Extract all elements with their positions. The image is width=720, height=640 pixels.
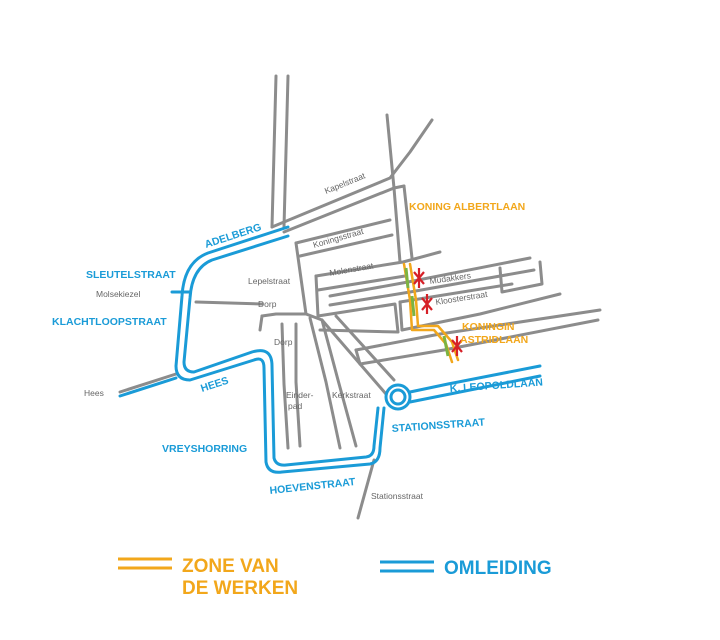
label-hees-west: Hees xyxy=(84,388,104,398)
road-einderpad xyxy=(294,322,302,448)
road-lepel-connector xyxy=(294,241,308,316)
green-barrier-icon xyxy=(410,295,416,317)
road-north-east xyxy=(385,113,402,264)
road-mudakkers-inner xyxy=(328,268,536,307)
road-kerkstraat-inner xyxy=(320,318,358,448)
road-einderpad-inner xyxy=(280,322,290,450)
works-labels: KONING ALBERTLAAN KONINGIN ASTRIDLAAN xyxy=(409,201,528,346)
label-koning-albertlaan: KONING ALBERTLAAN xyxy=(409,201,525,213)
road-hees-west xyxy=(118,372,178,394)
road-north-west-inner xyxy=(282,74,290,229)
roadwork-cross-icon xyxy=(413,268,425,288)
road-kloosterstraat xyxy=(398,282,514,304)
label-einderpad-2: pad xyxy=(288,401,302,411)
road-stationsstraat-south xyxy=(356,458,376,520)
label-hoevenstraat: HOEVENSTRAAT xyxy=(269,476,357,497)
legend-detour: OMLEIDING xyxy=(380,558,552,579)
label-kapelstraat: Kapelstraat xyxy=(323,170,367,196)
road-north-west xyxy=(270,74,278,229)
detour-leopoldlaan xyxy=(408,364,542,394)
label-dorp-1: Dorp xyxy=(258,299,277,309)
road-mudakkers-block xyxy=(498,260,544,294)
detour-hees-west xyxy=(118,376,178,398)
label-lepelstraat: Lepelstraat xyxy=(248,276,291,286)
road-molsekiezel-link xyxy=(194,300,264,306)
road-molenstraat-inner xyxy=(316,274,407,292)
works-inner-line xyxy=(408,262,460,362)
label-sleutelstraat: SLEUTELSTRAAT xyxy=(86,269,176,281)
road-kloosterstraat-inner xyxy=(400,292,562,332)
roadwork-marker-1 xyxy=(404,267,425,289)
label-molsekiezel: Molsekiezel xyxy=(96,289,141,299)
label-einderpad-1: Einder- xyxy=(286,390,314,400)
roundabout-ring-outer xyxy=(384,383,412,411)
road-kapelstraat xyxy=(270,118,434,229)
road-kapelstraat-inner xyxy=(282,184,406,234)
road-kerkstraat xyxy=(308,316,342,450)
road-astridlaan-inner xyxy=(358,318,600,366)
label-dorp-2: Dorp xyxy=(274,337,293,347)
label-koningin: KONINGIN xyxy=(462,321,515,333)
road-to-roundabout xyxy=(320,318,388,396)
road-molenstraat xyxy=(314,250,442,278)
label-klachtloopstraat: KLACHTLOOPSTRAAT xyxy=(52,316,167,328)
roadwork-marker-2 xyxy=(410,294,433,317)
label-kerkstraat: Kerkstraat xyxy=(332,390,371,400)
legend-works-line1: ZONE VAN xyxy=(182,556,279,577)
label-astridlaan: ASTRIDLAAN xyxy=(460,334,528,346)
road-koningsstraat xyxy=(294,218,392,245)
detour-leopoldlaan-inner xyxy=(408,374,542,404)
roadwork-cross-icon xyxy=(451,336,463,356)
green-barrier-icon xyxy=(442,335,450,357)
road-astridlaan xyxy=(354,308,602,352)
road-central-block xyxy=(316,302,400,334)
road-dorp xyxy=(260,312,324,322)
road-dorp-north xyxy=(314,274,320,318)
road-koningsstraat-inner xyxy=(298,233,394,258)
label-vreyshorring: VREYSHORRING xyxy=(162,443,247,455)
road-dorp-stub xyxy=(258,314,264,332)
road-kloosterstraat-end xyxy=(398,300,404,332)
legend-detour-label: OMLEIDING xyxy=(444,558,552,579)
legend: ZONE VAN DE WERKEN OMLEIDING xyxy=(118,556,552,599)
detour-route xyxy=(118,225,542,474)
roadwork-cross-icon xyxy=(421,294,433,314)
roadwork-marker-3 xyxy=(442,335,463,357)
label-stationsstraat: STATIONSSTRAAT xyxy=(391,416,486,435)
road-north-east-inner xyxy=(402,184,414,260)
label-molenstraat: Molenstraat xyxy=(329,260,375,278)
label-stationsstraat-south: Stationsstraat xyxy=(371,491,424,501)
legend-works-zone: ZONE VAN DE WERKEN xyxy=(118,556,298,599)
label-k-leopoldlaan: K. LEOPOLDLAAN xyxy=(449,377,543,395)
roundabout-ring-inner xyxy=(389,388,407,406)
roadwork-markers xyxy=(404,267,463,357)
green-barrier-icon xyxy=(404,267,410,289)
label-hees: HEES xyxy=(199,375,230,395)
road-network xyxy=(118,74,602,520)
road-to-roundabout-inner xyxy=(334,314,396,382)
legend-works-line2: DE WERKEN xyxy=(182,578,298,599)
